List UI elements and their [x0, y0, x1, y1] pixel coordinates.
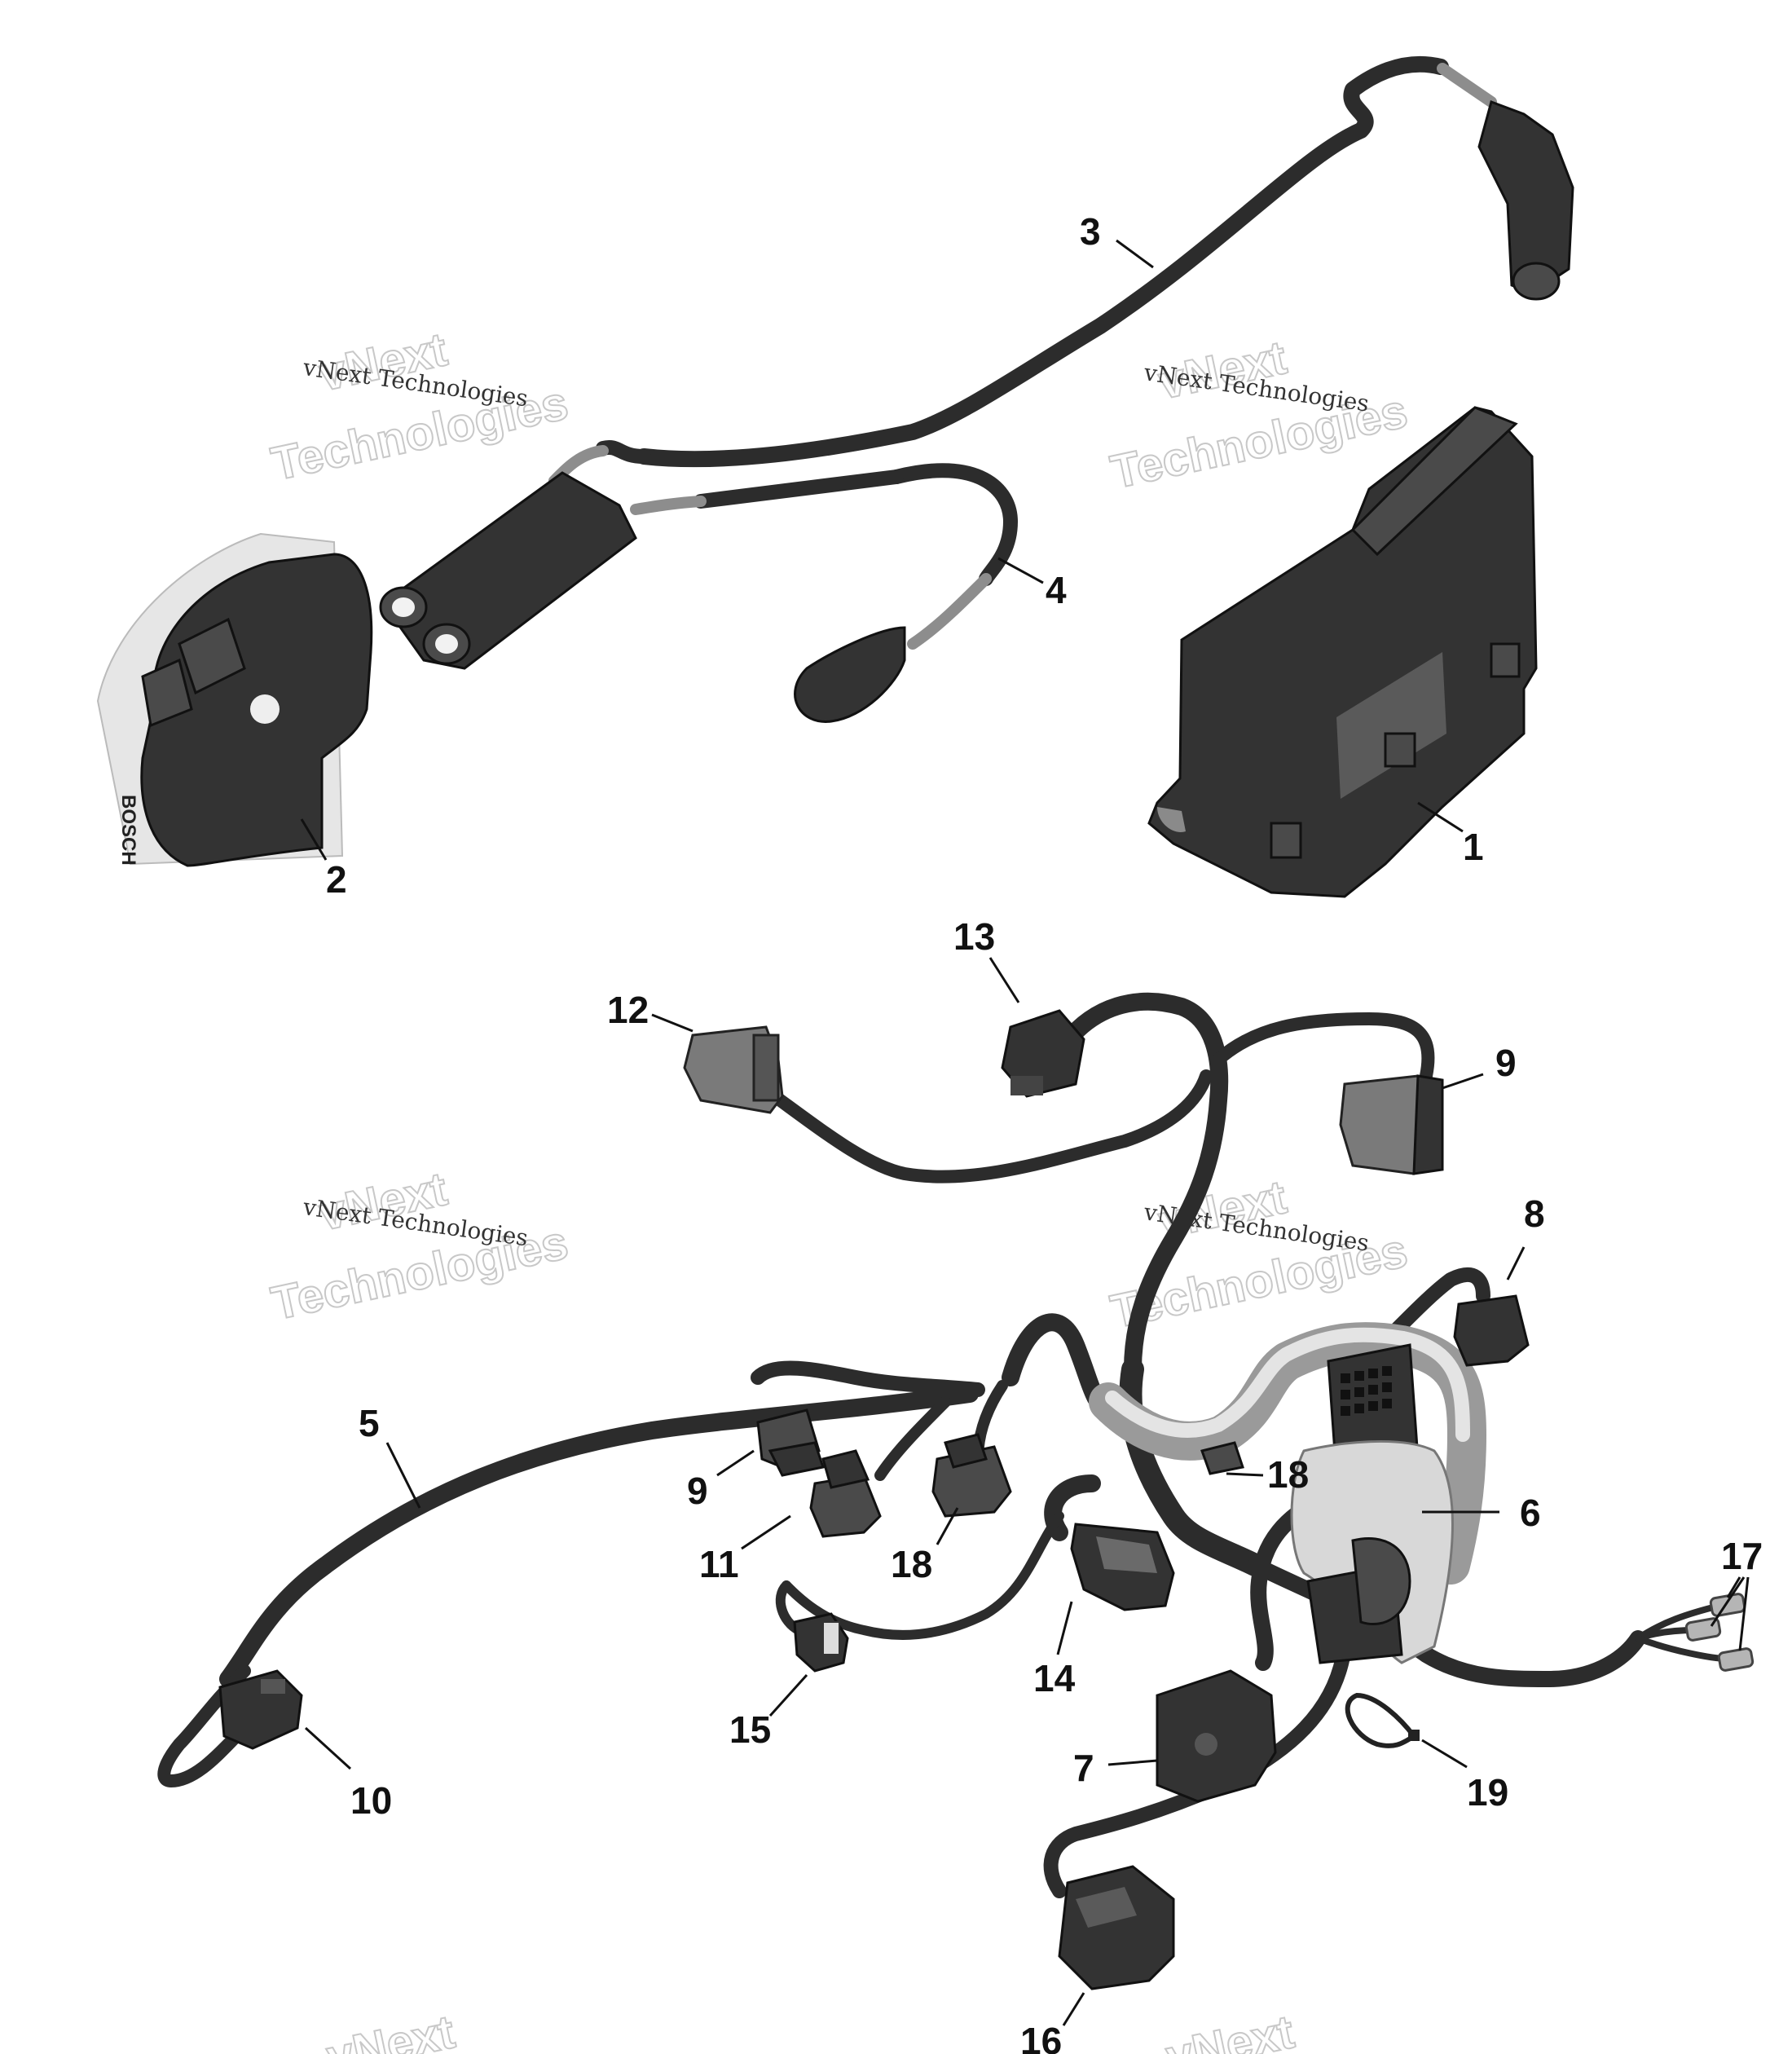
callout-15: 15	[729, 1708, 771, 1751]
harness-protective-tube	[1089, 1322, 1487, 1585]
leader-14	[1056, 1601, 1073, 1655]
watermark-large-1: vNext	[1161, 2005, 1298, 2054]
part-18-connector-lower	[931, 1433, 1012, 1518]
part-1-engine-control-module	[1147, 406, 1538, 898]
callout-labels: 1 2 3 4 5 6 7 8 9 9 10 11 12 13 14 15 16…	[326, 210, 1763, 2054]
leader-13	[988, 957, 1020, 1003]
leader-17a	[1726, 1576, 1741, 1598]
part-7-connector	[1156, 1669, 1277, 1803]
callout-11: 11	[699, 1543, 739, 1585]
part-9-connector-top	[1339, 1074, 1444, 1175]
callout-8: 8	[1524, 1192, 1545, 1235]
leader-19	[1421, 1739, 1468, 1769]
callout-7: 7	[1073, 1747, 1094, 1789]
part-2-ignition-coil: BOSCH	[96, 532, 373, 867]
part-19-cable-tie	[1345, 1692, 1420, 1748]
callout-4: 4	[1046, 569, 1067, 611]
leader-3	[1116, 239, 1154, 269]
leader-18b	[1226, 1472, 1264, 1477]
ignition-coil-connector	[379, 471, 637, 670]
leader-9a	[1442, 1073, 1484, 1090]
callout-18a: 18	[891, 1543, 932, 1585]
watermark-large-1: vNext	[322, 2005, 459, 2054]
leader-8	[1506, 1246, 1526, 1280]
leader-4	[997, 557, 1044, 584]
callout-12: 12	[607, 989, 649, 1031]
part-8-connector	[1453, 1294, 1530, 1367]
part-15-sensor	[793, 1612, 849, 1673]
part-6-ecm-connector	[1290, 1343, 1454, 1664]
callout-3: 3	[1080, 210, 1101, 253]
part-14-sensor	[1070, 1523, 1175, 1611]
leader-17b	[1710, 1576, 1746, 1627]
part-16-connector	[1058, 1865, 1175, 1990]
watermark-bottom-right: vNext	[1160, 2004, 1299, 2054]
callout-18b: 18	[1267, 1453, 1309, 1496]
part-3-ignition-lead	[548, 55, 1574, 487]
callout-10: 10	[350, 1779, 392, 1822]
part-18-connector-upper	[1200, 1441, 1244, 1475]
leader-15	[768, 1673, 808, 1717]
leader-12	[651, 1013, 693, 1033]
part-12-connector	[683, 1025, 784, 1114]
callout-13: 13	[953, 915, 995, 958]
callout-6: 6	[1520, 1492, 1541, 1534]
callout-2: 2	[326, 858, 347, 901]
leader-17c	[1738, 1576, 1750, 1651]
bosch-brand-text: BOSCH	[117, 795, 139, 866]
callout-9b: 9	[687, 1470, 708, 1512]
leader-7	[1107, 1759, 1158, 1766]
part-17-terminals	[1684, 1593, 1755, 1672]
callout-1: 1	[1463, 826, 1484, 868]
part-11-connector	[809, 1449, 882, 1538]
callout-17: 17	[1721, 1535, 1763, 1577]
part-9-connector-lower	[756, 1408, 825, 1477]
part-13-connector	[1001, 1009, 1085, 1098]
callout-14: 14	[1033, 1657, 1076, 1699]
part-10-connector	[218, 1669, 303, 1750]
callout-19: 19	[1467, 1771, 1508, 1814]
leader-16	[1062, 1992, 1085, 2026]
leader-5	[385, 1442, 421, 1509]
callout-9a: 9	[1495, 1042, 1517, 1084]
leader-9b	[716, 1449, 755, 1477]
callout-5: 5	[359, 1402, 380, 1444]
leader-lines	[300, 239, 1750, 2026]
leader-18a	[936, 1507, 959, 1545]
leader-2	[300, 818, 328, 861]
leader-10	[304, 1726, 352, 1770]
leader-11	[741, 1514, 791, 1550]
callout-16: 16	[1020, 2020, 1062, 2054]
leader-1	[1417, 801, 1464, 833]
watermark-bottom-left: vNext	[321, 2004, 460, 2054]
part-4-ignition-lead-branch	[630, 463, 1018, 723]
